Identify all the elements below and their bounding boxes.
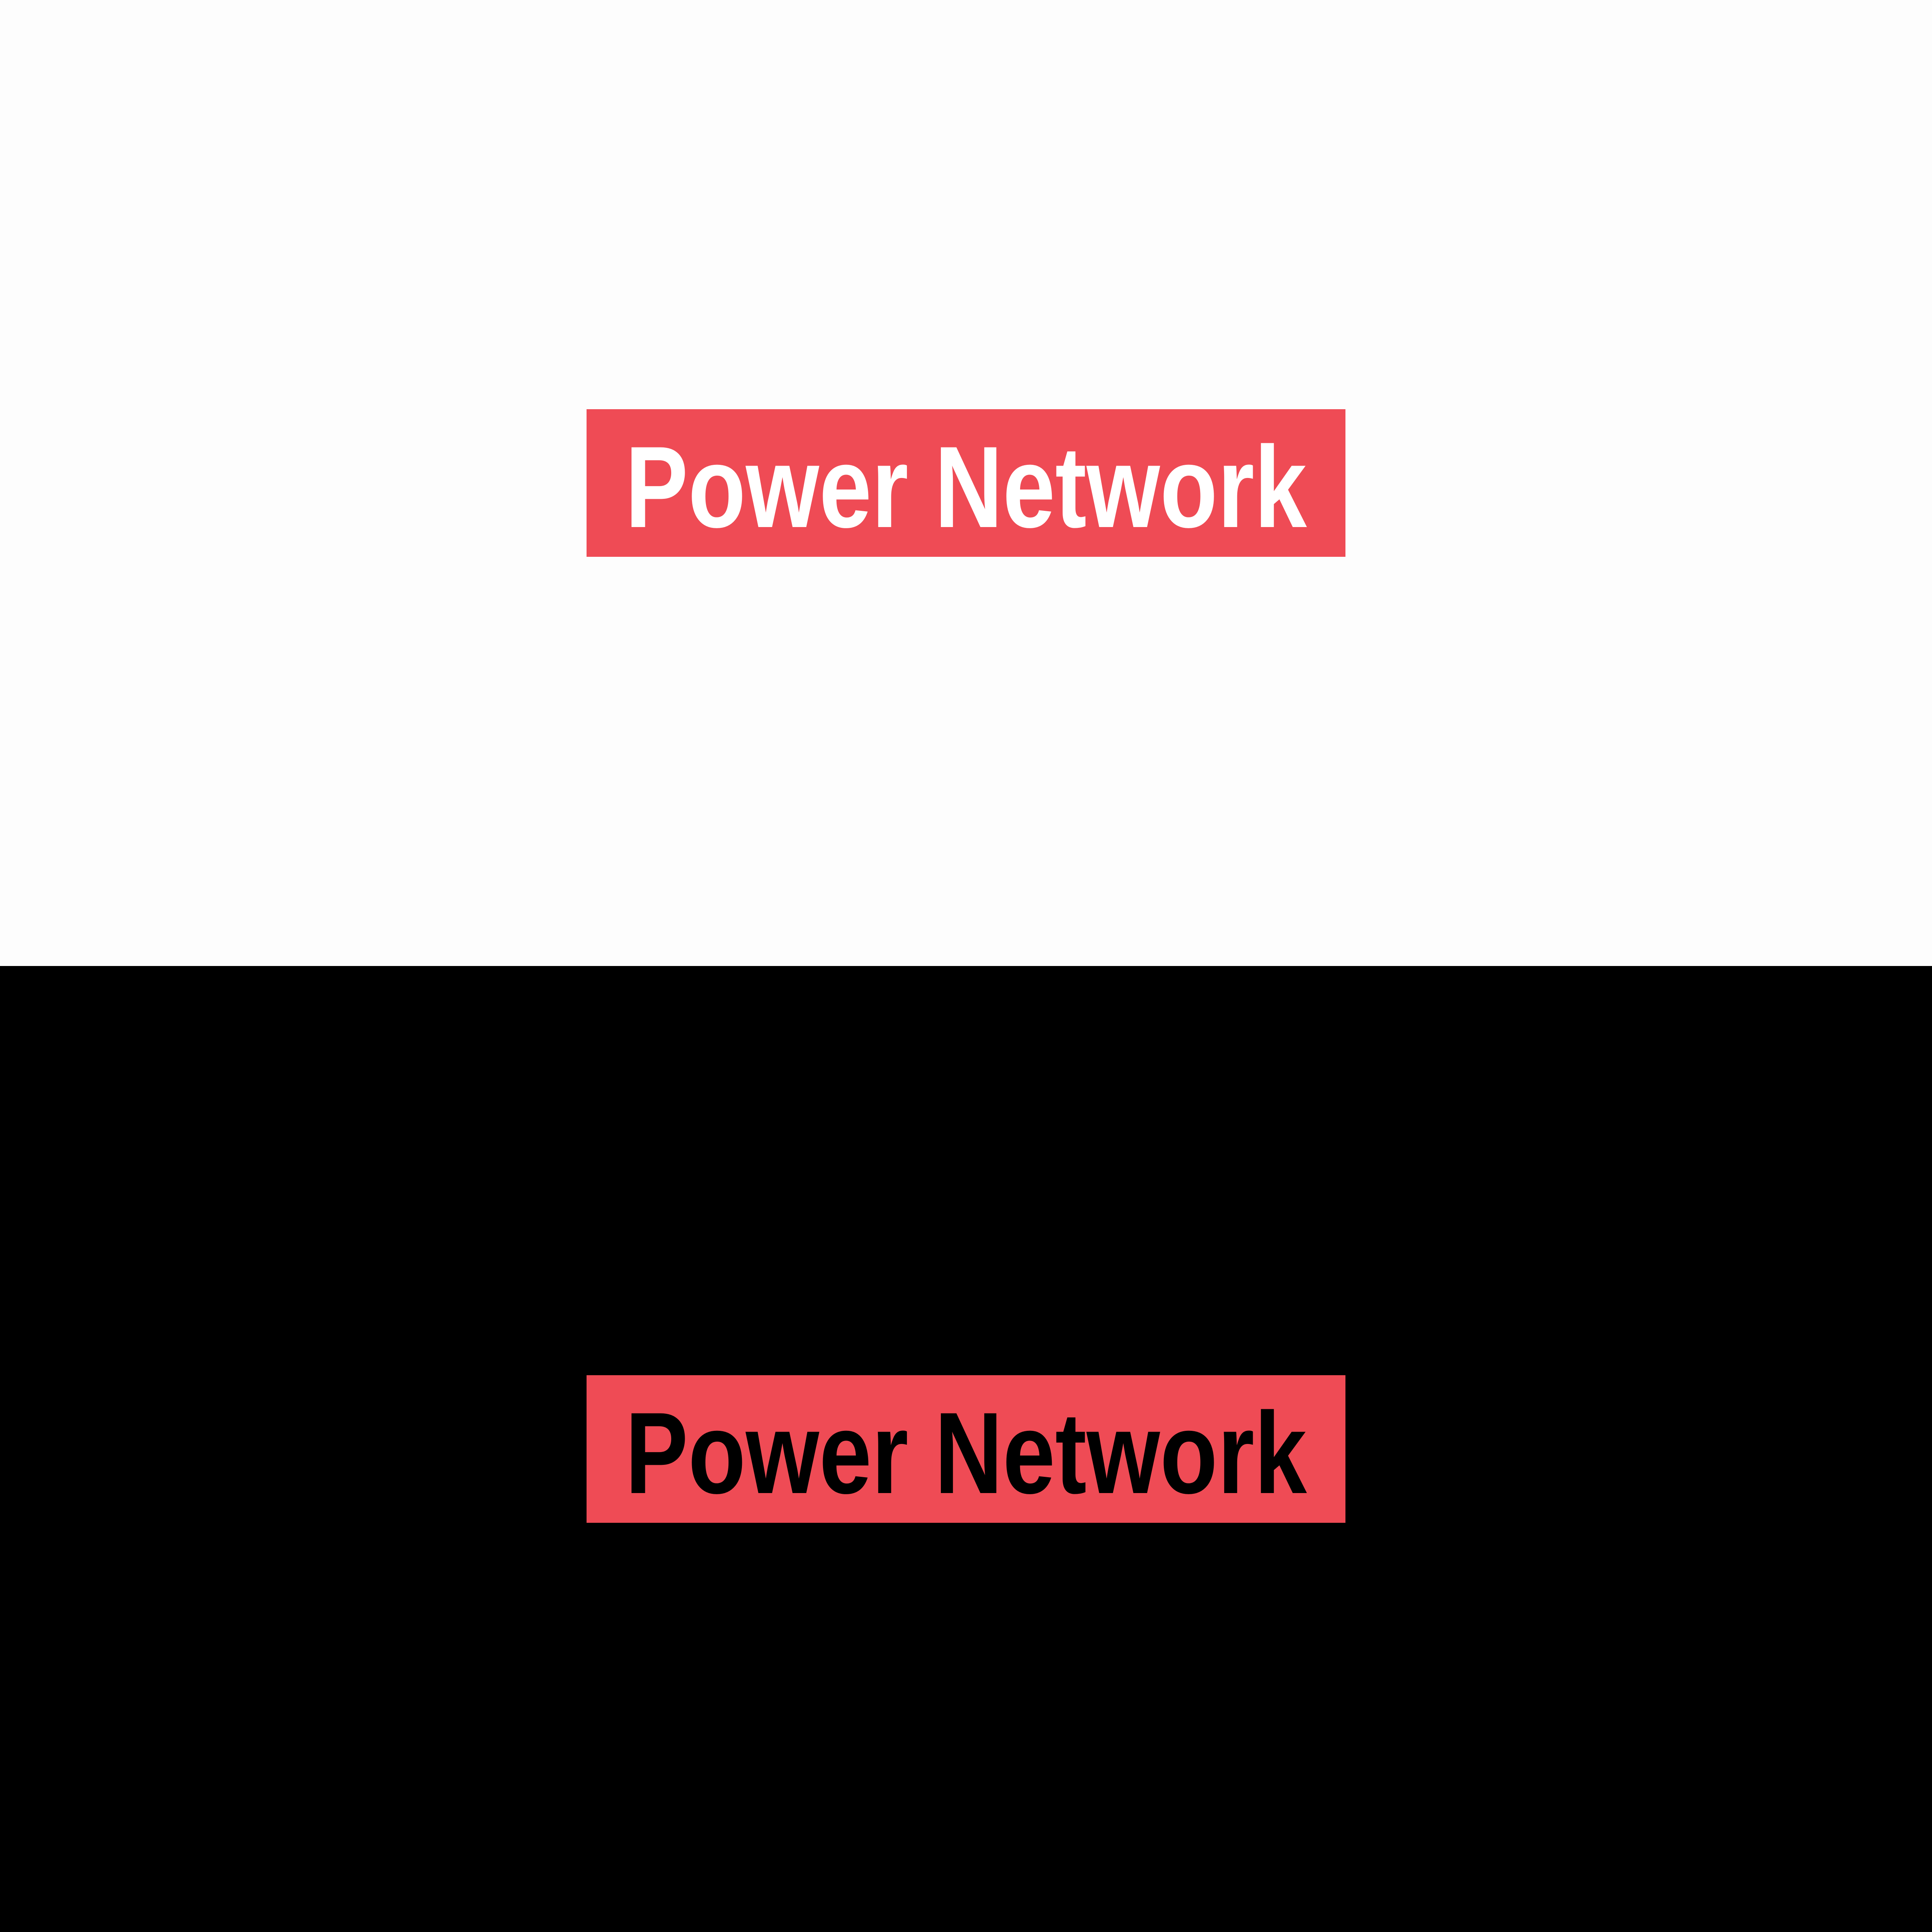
logo-text-dark: Power Network <box>625 1388 1308 1518</box>
logo-badge-dark: Power Network <box>587 1375 1345 1523</box>
logo-wordmark-light: Power Network <box>625 422 1308 552</box>
logo-wordmark-dark: Power Network <box>625 1388 1308 1518</box>
light-logo-panel: Power Network <box>0 0 1932 966</box>
dark-logo-panel: Power Network <box>0 966 1932 1932</box>
logo-text-light: Power Network <box>625 422 1308 552</box>
logo-badge-light: Power Network <box>587 409 1345 557</box>
